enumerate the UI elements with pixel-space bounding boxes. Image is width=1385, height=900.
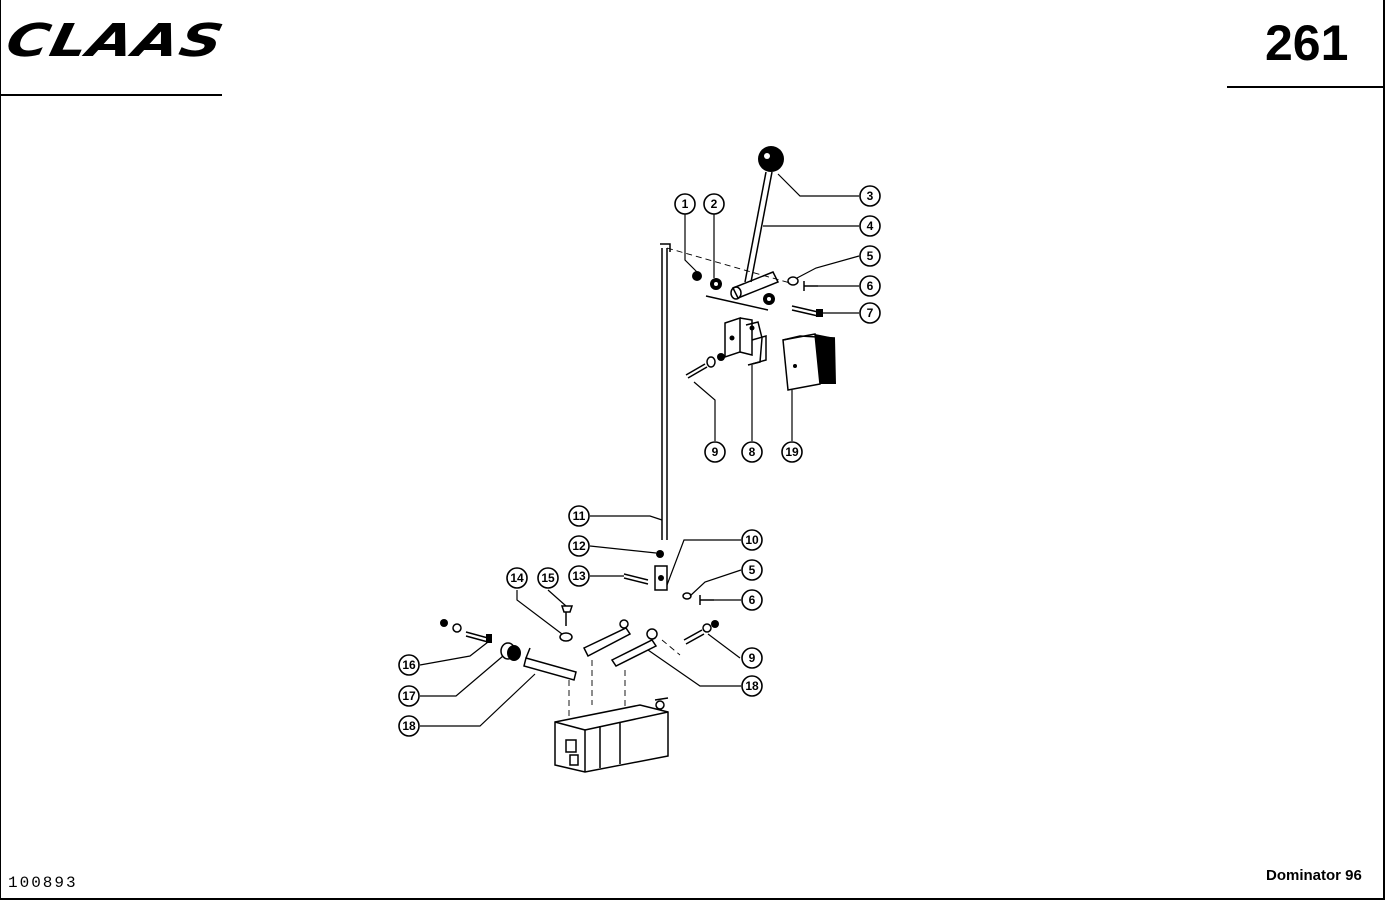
bushing-part-17 [500,642,521,661]
link-part-18-right [610,628,658,667]
callout-9-lower: 9 [741,647,763,669]
callout-3: 3 [859,185,881,207]
nut-part-12 [656,550,664,558]
washer-part-14 [559,632,573,642]
screw-part-15 [560,605,574,626]
svg-text:2: 2 [711,197,718,211]
callout-8: 8 [741,441,763,463]
frame-bottom-border [0,898,1385,900]
svg-text:11: 11 [573,509,586,523]
svg-text:6: 6 [867,279,874,293]
washer-part-5 [787,276,799,286]
svg-text:18: 18 [402,719,416,733]
header-rule-left [0,94,222,96]
frame-right-border [1383,0,1385,900]
callout-17: 17 [398,685,420,707]
callout-2: 2 [703,193,725,215]
callout-12: 12 [568,535,590,557]
pin-part-6-lower [699,595,714,605]
drawing-number: 100893 [8,874,78,892]
bolt-part-16 [440,619,492,643]
callout-16: 16 [398,654,420,676]
frame-left-border [0,0,1,900]
svg-text:16: 16 [402,658,416,672]
link-part-18-left [523,647,577,681]
parts-drawing [440,146,836,773]
bolt-part-7 [791,305,823,317]
callout-1: 1 [674,193,696,215]
svg-text:3: 3 [867,189,874,203]
svg-text:13: 13 [572,569,586,583]
bolt-part-9-upper [685,353,725,379]
svg-text:8: 8 [749,445,756,459]
clevis-part-10 [654,565,668,591]
svg-text:17: 17 [402,689,416,703]
svg-text:6: 6 [749,593,756,607]
svg-text:5: 5 [749,563,756,577]
svg-text:14: 14 [510,571,524,585]
callout-6-lower: 6 [741,589,763,611]
svg-text:9: 9 [749,651,756,665]
callout-11: 11 [568,505,590,527]
cover-plate-part-19 [782,333,836,391]
callout-14: 14 [506,567,528,589]
callout-5-lower: 5 [741,559,763,581]
callout-6-upper: 6 [859,275,881,297]
svg-text:5: 5 [867,249,874,263]
nut-part-1 [692,271,702,281]
lever-rod-part [730,171,780,300]
svg-text:19: 19 [785,445,799,459]
washer-part-5-lower [682,592,692,600]
svg-text:12: 12 [572,539,586,553]
svg-text:4: 4 [867,219,874,233]
callout-7: 7 [859,302,881,324]
lever-knob-part [758,146,784,172]
page-number: 261 [1265,15,1349,71]
callout-10: 10 [741,529,763,551]
bolt-part-9-lower [683,620,719,645]
svg-text:18: 18 [745,679,759,693]
link-part-18-mid [582,619,632,658]
svg-text:10: 10 [745,533,759,547]
leader-lines [419,173,860,727]
callout-13: 13 [568,565,590,587]
bracket-part-8 [724,316,767,366]
callout-9-upper: 9 [704,441,726,463]
callout-19: 19 [781,441,803,463]
svg-text:9: 9 [712,445,719,459]
control-rod-part-11 [660,243,671,540]
model-name: Dominator 96 [1266,867,1362,884]
svg-text:7: 7 [867,306,874,320]
callout-5-upper: 5 [859,245,881,267]
callout-15: 15 [537,567,559,589]
header-rule-right [1227,86,1385,88]
callout-4: 4 [859,215,881,237]
pin-part-6 [803,281,818,291]
callout-18-left: 18 [398,715,420,737]
valve-block-part [554,697,669,773]
callout-18-right: 18 [741,675,763,697]
svg-text:15: 15 [541,571,555,585]
bolt-part-13 [623,573,649,585]
svg-text:1: 1 [682,197,689,211]
